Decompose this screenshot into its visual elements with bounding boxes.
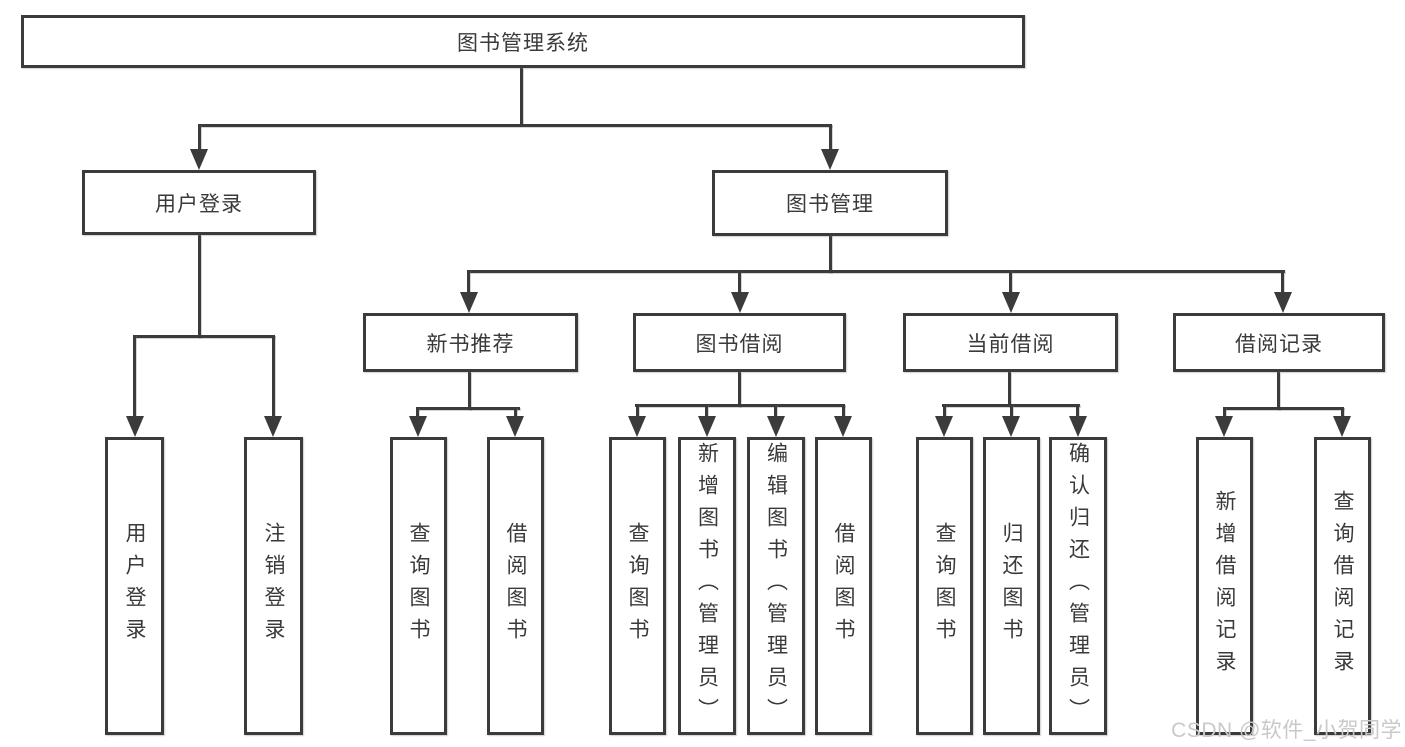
node-root-system: 图书管理系统 — [21, 15, 1025, 68]
connector-line — [635, 404, 845, 407]
arrow-down-icon — [506, 416, 524, 437]
node-label: 当前借阅 — [966, 332, 1055, 356]
arrow-down-icon — [460, 292, 478, 313]
leaf-return-book: 归还图书 — [983, 437, 1040, 735]
connector-line — [133, 335, 136, 417]
arrow-down-icon — [628, 416, 646, 437]
node-label: 查询借阅记录 — [1331, 490, 1354, 682]
connector-line — [1223, 407, 1344, 410]
node-user-login: 用户登录 — [82, 170, 316, 235]
connector-line — [467, 270, 470, 293]
leaf-logout: 注销登录 — [244, 437, 303, 735]
node-borrow-records: 借阅记录 — [1173, 313, 1385, 372]
node-new-book-recommend: 新书推荐 — [363, 313, 578, 372]
connector-line — [774, 404, 777, 417]
node-current-borrow: 当前借阅 — [903, 313, 1118, 372]
arrow-down-icon — [126, 416, 144, 437]
leaf-add-book-admin: 新增图书（管理员） — [678, 437, 736, 735]
connector-line — [468, 372, 471, 410]
arrow-down-icon — [409, 416, 427, 437]
connector-line — [467, 270, 1285, 273]
node-label: 查询图书 — [626, 522, 649, 650]
connector-line — [842, 404, 845, 417]
node-label: 图书借阅 — [695, 332, 784, 356]
node-label: 借阅图书 — [832, 522, 855, 650]
arrow-down-icon — [1215, 416, 1233, 437]
connector-line — [636, 404, 639, 417]
node-label: 借阅记录 — [1235, 332, 1323, 356]
arrow-down-icon — [767, 416, 785, 437]
csdn-watermark: CSDN @软件_小贺同学 — [1171, 719, 1402, 742]
node-label: 图书管理 — [786, 193, 874, 216]
node-label: 查询图书 — [933, 522, 956, 650]
leaf-query-books-2: 查询图书 — [609, 437, 666, 735]
node-label: 用户登录 — [155, 192, 243, 216]
node-label: 新书推荐 — [426, 332, 515, 356]
connector-line — [1277, 372, 1280, 410]
connector-line — [272, 335, 275, 417]
node-label: 编辑图书（管理员） — [764, 442, 788, 730]
arrow-down-icon — [1274, 292, 1292, 313]
arrow-down-icon — [821, 149, 839, 170]
connector-line — [416, 407, 520, 410]
leaf-user-login: 用户登录 — [105, 437, 164, 735]
node-label: 新增借阅记录 — [1213, 490, 1236, 682]
leaf-query-borrow-record: 查询借阅记录 — [1314, 437, 1371, 735]
connector-line — [1076, 404, 1079, 417]
connector-line — [705, 404, 708, 417]
arrow-down-icon — [264, 416, 282, 437]
arrow-down-icon — [698, 416, 716, 437]
node-label: 用户登录 — [123, 522, 146, 650]
arrow-down-icon — [1002, 416, 1020, 437]
connector-line — [520, 68, 523, 126]
arrow-down-icon — [1069, 416, 1087, 437]
arrow-down-icon — [1333, 416, 1351, 437]
leaf-borrow-books-2: 借阅图书 — [815, 437, 872, 735]
connector-line — [198, 235, 201, 338]
connector-line — [198, 124, 201, 152]
leaf-query-books-1: 查询图书 — [390, 437, 447, 735]
node-book-management: 图书管理 — [712, 170, 948, 236]
arrow-down-icon — [190, 149, 208, 170]
connector-line — [943, 404, 946, 417]
connector-line — [1223, 407, 1226, 417]
connector-line — [1009, 270, 1012, 293]
node-label: 图书管理系统 — [457, 31, 589, 55]
connector-line — [133, 335, 275, 338]
connector-line — [514, 407, 517, 417]
leaf-query-books-3: 查询图书 — [916, 437, 973, 735]
connector-line — [1341, 407, 1344, 417]
node-label: 归还图书 — [1000, 522, 1023, 650]
connector-line — [1010, 404, 1013, 417]
node-label: 新增图书（管理员） — [695, 442, 719, 730]
leaf-borrow-books-1: 借阅图书 — [487, 437, 544, 735]
arrow-down-icon — [1002, 292, 1020, 313]
connector-line — [1281, 270, 1284, 293]
leaf-edit-book-admin: 编辑图书（管理员） — [747, 437, 805, 735]
connector-line — [416, 407, 419, 417]
arrow-down-icon — [731, 292, 749, 313]
leaf-add-borrow-record: 新增借阅记录 — [1196, 437, 1253, 735]
node-label: 借阅图书 — [504, 522, 527, 650]
connector-line — [738, 270, 741, 293]
connector-line — [829, 235, 832, 273]
connector-line — [198, 124, 832, 127]
node-label: 确认归还（管理员） — [1066, 442, 1090, 730]
arrow-down-icon — [935, 416, 953, 437]
node-label: 查询图书 — [407, 522, 430, 650]
connector-line — [829, 124, 832, 152]
leaf-confirm-return-admin: 确认归还（管理员） — [1049, 437, 1107, 735]
connector-line — [738, 372, 741, 407]
node-book-borrow: 图书借阅 — [633, 313, 846, 372]
connector-line — [1008, 372, 1011, 407]
arrow-down-icon — [834, 416, 852, 437]
node-label: 注销登录 — [262, 522, 285, 650]
